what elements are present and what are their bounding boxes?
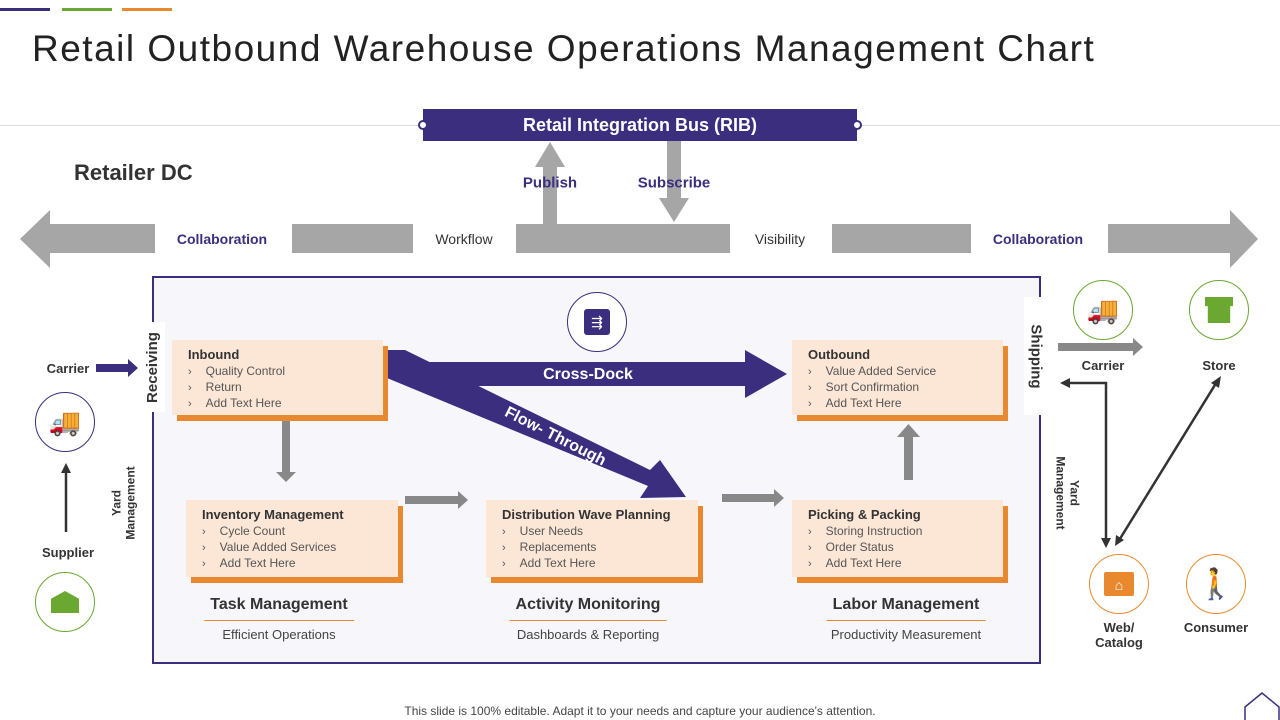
inbound-box: Inbound Quality ControlReturnAdd Text He… bbox=[172, 340, 383, 415]
consumer-label: Consumer bbox=[1183, 620, 1249, 635]
accent-bar-purple bbox=[0, 8, 50, 11]
publish-label: Publish bbox=[522, 174, 578, 192]
band-arrow-right bbox=[1108, 210, 1258, 268]
box-title: Outbound bbox=[808, 347, 871, 362]
band-label-collaboration: Collaboration bbox=[992, 231, 1084, 247]
carrier-right-label: Carrier bbox=[1081, 358, 1125, 373]
list-item: Add Text Here bbox=[502, 556, 682, 572]
list-item: Add Text Here bbox=[202, 556, 382, 572]
arrow-shipping-to-carrier bbox=[1058, 338, 1143, 356]
box-title: Inbound bbox=[188, 347, 240, 362]
footer-note: This slide is 100% editable. Adapt it to… bbox=[404, 704, 876, 718]
web-catalog-label: Web/ Catalog bbox=[1095, 620, 1143, 650]
band-segment bbox=[516, 224, 730, 253]
list-item: Order Status bbox=[808, 540, 987, 556]
list-item: Value Added Service bbox=[808, 364, 987, 380]
band-label-workflow: Workflow bbox=[435, 231, 493, 247]
arrow-store-web bbox=[1116, 379, 1220, 543]
arrow-web-to-shipping bbox=[1068, 381, 1108, 542]
list-item: Return bbox=[188, 380, 367, 396]
list-item: Storing Instruction bbox=[808, 524, 987, 540]
list-item: Sort Confirmation bbox=[808, 380, 987, 396]
band-label-visibility: Visibility bbox=[754, 231, 806, 247]
retailer-dc-heading: Retailer DC bbox=[74, 160, 193, 185]
band-arrow-left bbox=[20, 210, 155, 268]
list-item: Replacements bbox=[502, 540, 682, 556]
delivery-truck-icon: 🚚 bbox=[1073, 280, 1133, 340]
arrow-inventory-to-distribution bbox=[405, 491, 468, 509]
connector-dot bbox=[852, 120, 862, 130]
band-segment bbox=[292, 224, 413, 253]
box-title: Picking & Packing bbox=[808, 507, 921, 522]
subscribe-arrow bbox=[659, 141, 689, 222]
arrow-inbound-to-inventory bbox=[276, 421, 296, 482]
shopper-icon: 🚶 bbox=[1186, 554, 1246, 614]
arrow-picking-to-outbound bbox=[897, 424, 920, 480]
list-item: Add Text Here bbox=[808, 556, 987, 572]
home-icon bbox=[1244, 692, 1280, 720]
list-item: User Needs bbox=[502, 524, 682, 540]
page-title: Retail Outbound Warehouse Operations Man… bbox=[32, 28, 1096, 69]
band-label-collaboration: Collaboration bbox=[176, 231, 268, 247]
carrier-left-label: Carrier bbox=[46, 361, 90, 376]
publish-arrow bbox=[535, 142, 565, 224]
shipping-label: Shipping bbox=[1024, 297, 1049, 415]
retail-integration-bus: Retail Integration Bus (RIB) bbox=[418, 109, 862, 141]
store-icon bbox=[1189, 280, 1249, 340]
list-item: Add Text Here bbox=[188, 396, 367, 412]
arrow-distribution-to-picking bbox=[722, 489, 784, 507]
flow-through-arrow bbox=[387, 350, 686, 498]
supplier-label: Supplier bbox=[41, 545, 95, 560]
box-title: Distribution Wave Planning bbox=[502, 507, 671, 522]
store-label: Store bbox=[1202, 358, 1236, 373]
subscribe-label: Subscribe bbox=[637, 174, 711, 192]
yard-management-right: Yard Management bbox=[1054, 456, 1082, 530]
connector-dot bbox=[418, 120, 428, 130]
list-item: Quality Control bbox=[188, 364, 367, 380]
accent-bar-green bbox=[62, 8, 112, 11]
outbound-box: Outbound Value Added ServiceSort Confirm… bbox=[792, 340, 1003, 415]
cross-dock-label: Cross-Dock bbox=[543, 366, 633, 383]
receiving-label: Receiving bbox=[140, 322, 165, 412]
arrow-carrier-to-receiving bbox=[96, 359, 138, 377]
routing-icon: ⇶ bbox=[567, 292, 627, 352]
yard-management-left: Yard Management bbox=[110, 466, 138, 540]
delivery-truck-icon: 🚚 bbox=[35, 392, 95, 452]
band-segment bbox=[832, 224, 971, 253]
inventory-box: Inventory Management Cycle CountValue Ad… bbox=[186, 500, 398, 577]
picking-box: Picking & Packing Storing InstructionOrd… bbox=[792, 500, 1003, 577]
accent-bar-orange bbox=[122, 8, 172, 11]
rib-label: Retail Integration Bus (RIB) bbox=[522, 114, 757, 135]
list-item: Value Added Services bbox=[202, 540, 382, 556]
web-home-icon: ⌂ bbox=[1089, 554, 1149, 614]
distribution-box: Distribution Wave Planning User NeedsRep… bbox=[486, 500, 698, 577]
list-item: Add Text Here bbox=[808, 396, 987, 412]
cross-dock-arrow bbox=[418, 350, 787, 398]
list-item: Cycle Count bbox=[202, 524, 382, 540]
warehouse-icon bbox=[35, 572, 95, 632]
box-title: Inventory Management bbox=[202, 507, 344, 522]
